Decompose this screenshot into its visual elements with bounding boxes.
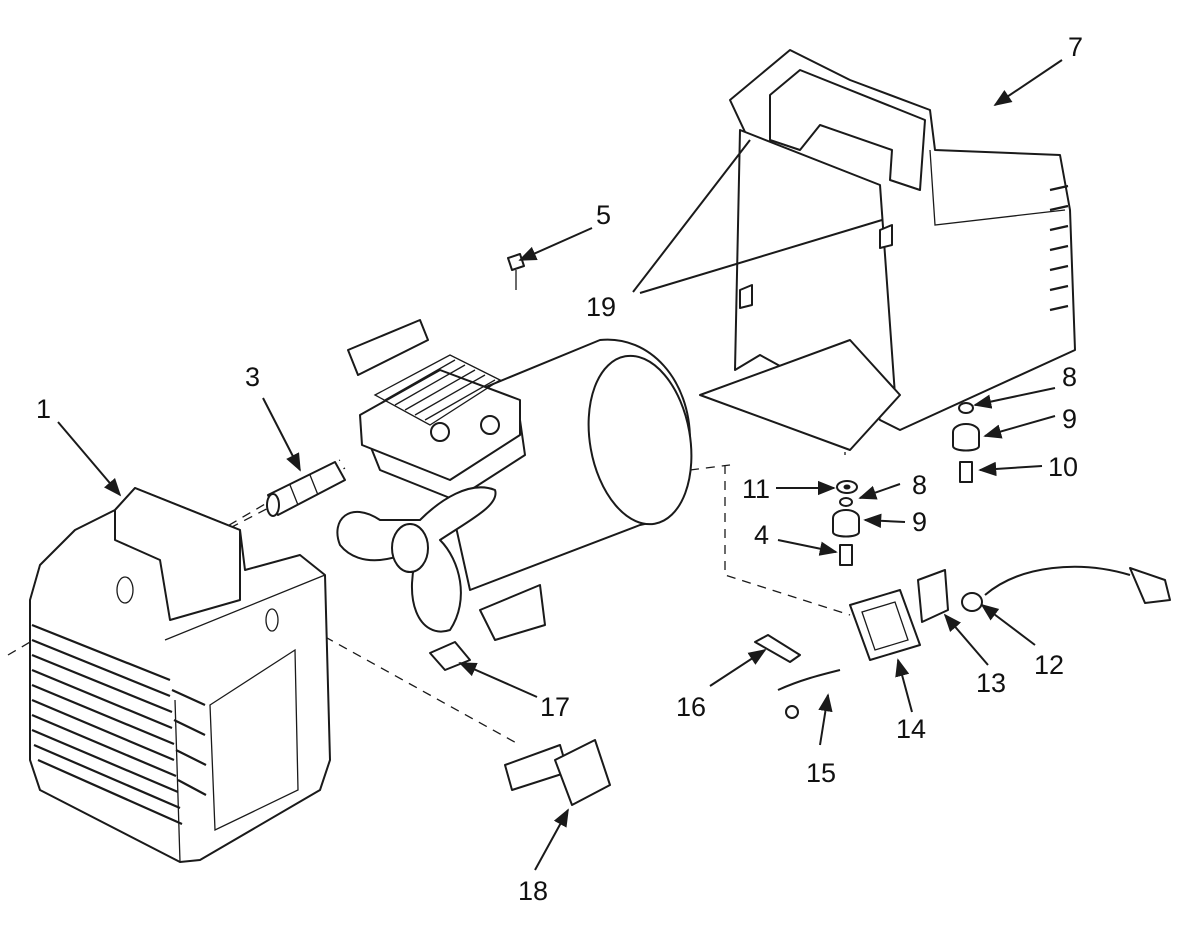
- callout-13: 13: [976, 668, 1006, 698]
- compressor-motor-assembly: [336, 319, 693, 641]
- power-cord: [984, 565, 1171, 604]
- callout-17: 17: [540, 692, 570, 722]
- leader-lines: [57, 59, 1063, 871]
- shroud-grille: [31, 623, 207, 826]
- callout-labels: 1 3 5 7 19 8 9 10 11 8 9 4 12 13 14 15 1…: [36, 32, 1083, 906]
- part-9-foot-upper: [952, 423, 980, 452]
- callout-12: 12: [1034, 650, 1064, 680]
- part-8-nut-upper: [958, 402, 974, 414]
- cylinder-head-fins: [373, 354, 502, 426]
- callout-9-upper: 9: [1062, 404, 1077, 434]
- callout-8-lower: 8: [912, 470, 927, 500]
- part-16-terminal: [754, 634, 801, 663]
- part-3-nipple: [266, 461, 346, 517]
- callout-3: 3: [245, 362, 260, 392]
- part-15-wire-harness: [777, 669, 841, 719]
- part-9-foot-lower: [832, 509, 860, 538]
- part-13-switch: [917, 569, 949, 623]
- part-14-switch-plate: [849, 589, 921, 661]
- callout-19: 19: [586, 292, 616, 322]
- callout-10: 10: [1048, 452, 1078, 482]
- callout-8-upper: 8: [1062, 362, 1077, 392]
- callout-4: 4: [754, 520, 769, 550]
- callout-14: 14: [896, 714, 926, 744]
- part-4-screw: [839, 544, 853, 566]
- callout-7: 7: [1068, 32, 1083, 62]
- part-7-rear-shroud: [699, 49, 1076, 451]
- callout-1: 1: [36, 394, 51, 424]
- rear-shroud-vents: [1049, 184, 1069, 312]
- callout-5: 5: [596, 200, 611, 230]
- callout-9-lower: 9: [912, 507, 927, 537]
- callout-15: 15: [806, 758, 836, 788]
- part-8-nut-lower: [839, 497, 853, 507]
- callout-16: 16: [676, 692, 706, 722]
- part-1-front-shroud: [29, 487, 331, 863]
- part-11-washer: [836, 480, 858, 494]
- part-10-screw: [959, 461, 973, 483]
- part-18-valve: [504, 739, 611, 806]
- callout-11: 11: [742, 474, 770, 504]
- callout-18: 18: [518, 876, 548, 906]
- part-12-strain-relief: [961, 592, 983, 612]
